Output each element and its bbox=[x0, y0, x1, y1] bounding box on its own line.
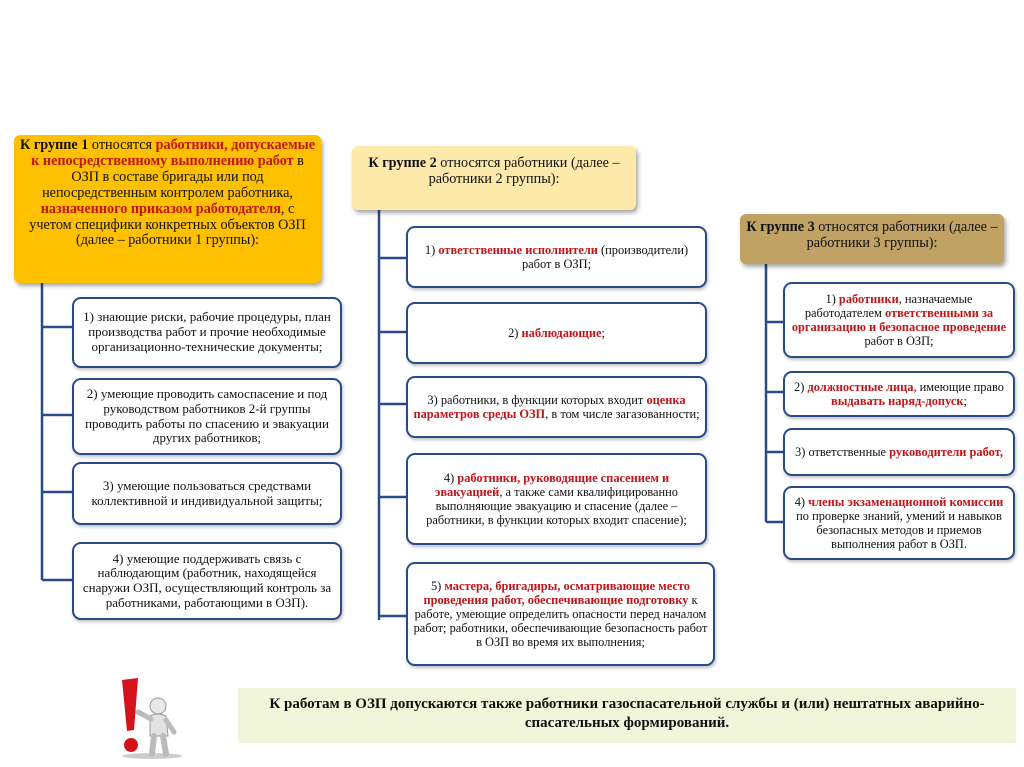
group2-item-3: 3) работники, в функции которых входит о… bbox=[406, 376, 707, 438]
group2-item-5: 5) мастера, бригадиры, осматривающие мес… bbox=[406, 562, 715, 666]
group1-header: К группе 1 относятся работники, допускае… bbox=[14, 135, 321, 283]
group3-item-1: 1) работники, назначаемые работодателем … bbox=[783, 282, 1015, 358]
exclamation-figure-icon bbox=[100, 674, 210, 760]
group3-item-4: 4) члены экзаменационной комиссии по про… bbox=[783, 486, 1015, 560]
group2-header: К группе 2 относятся работники (далее – … bbox=[352, 146, 636, 210]
group1-item-3: 3) умеющие пользоваться средствами колле… bbox=[72, 462, 342, 525]
group3-item-3: 3) ответственные руководители работ, bbox=[783, 428, 1015, 476]
group2-item-1: 1) ответственные исполнители (производит… bbox=[406, 226, 707, 288]
group1-item-4: 4) умеющие поддерживать связь с наблюдаю… bbox=[72, 542, 342, 620]
group2-item-2: 2) наблюдающие; bbox=[406, 302, 707, 364]
group2-item-4: 4) работники, руководящие спасением и эв… bbox=[406, 453, 707, 545]
group3-header: К группе 3 относятся работники (далее – … bbox=[740, 214, 1004, 264]
group1-item-2: 2) умеющие проводить самоспасение и под … bbox=[72, 378, 342, 455]
bottom-note: К работам в ОЗП допускаются также работн… bbox=[238, 688, 1016, 743]
group1-item-1: 1) знающие риски, рабочие процедуры, пла… bbox=[72, 297, 342, 368]
group3-item-2: 2) должностные лица, имеющие право выдав… bbox=[783, 371, 1015, 417]
